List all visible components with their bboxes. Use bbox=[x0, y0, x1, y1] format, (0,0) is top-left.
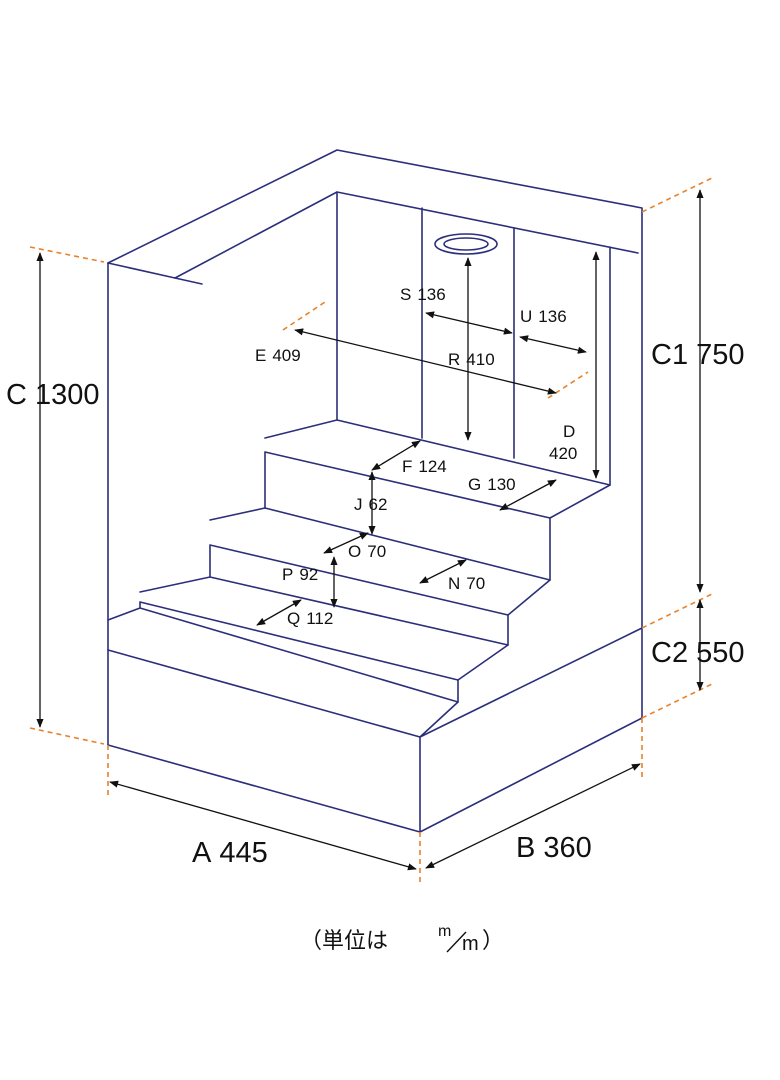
arrow-B bbox=[425, 763, 641, 869]
dimension-arrows bbox=[36, 189, 704, 871]
unit-note-slash bbox=[446, 931, 467, 953]
inner-rim bbox=[107, 191, 639, 279]
right-top-edge bbox=[419, 627, 643, 738]
lower-step bbox=[139, 576, 509, 681]
tub-outline bbox=[107, 149, 643, 833]
extension-guides bbox=[29, 177, 713, 885]
unit-note: （単位は m m ） bbox=[300, 923, 504, 955]
unit-note-numerator: m bbox=[438, 923, 451, 940]
drain-outer bbox=[434, 233, 498, 255]
top-step bbox=[264, 419, 611, 519]
bottom-step bbox=[107, 607, 459, 738]
arrow-E bbox=[294, 328, 557, 395]
label-D-value: 420 bbox=[549, 444, 577, 463]
arrow-U bbox=[519, 335, 587, 354]
arrow-A bbox=[109, 780, 417, 871]
middle-step bbox=[209, 507, 551, 616]
arrow-O bbox=[323, 532, 369, 554]
arrow-Q bbox=[256, 599, 302, 626]
rim-corner bbox=[174, 277, 203, 285]
outer-frame-top bbox=[107, 149, 643, 719]
arrow-S bbox=[425, 311, 513, 335]
unit-note-denominator: m bbox=[462, 933, 479, 955]
base-front bbox=[107, 717, 643, 833]
arrow-N bbox=[419, 559, 467, 584]
drain-inner bbox=[443, 237, 489, 251]
arrow-F bbox=[371, 440, 421, 471]
unit-note-suffix: ） bbox=[482, 928, 504, 953]
unit-note-prefix: （単位は bbox=[300, 928, 388, 953]
label-D-letter: D bbox=[563, 422, 575, 441]
arrow-G bbox=[499, 479, 557, 511]
